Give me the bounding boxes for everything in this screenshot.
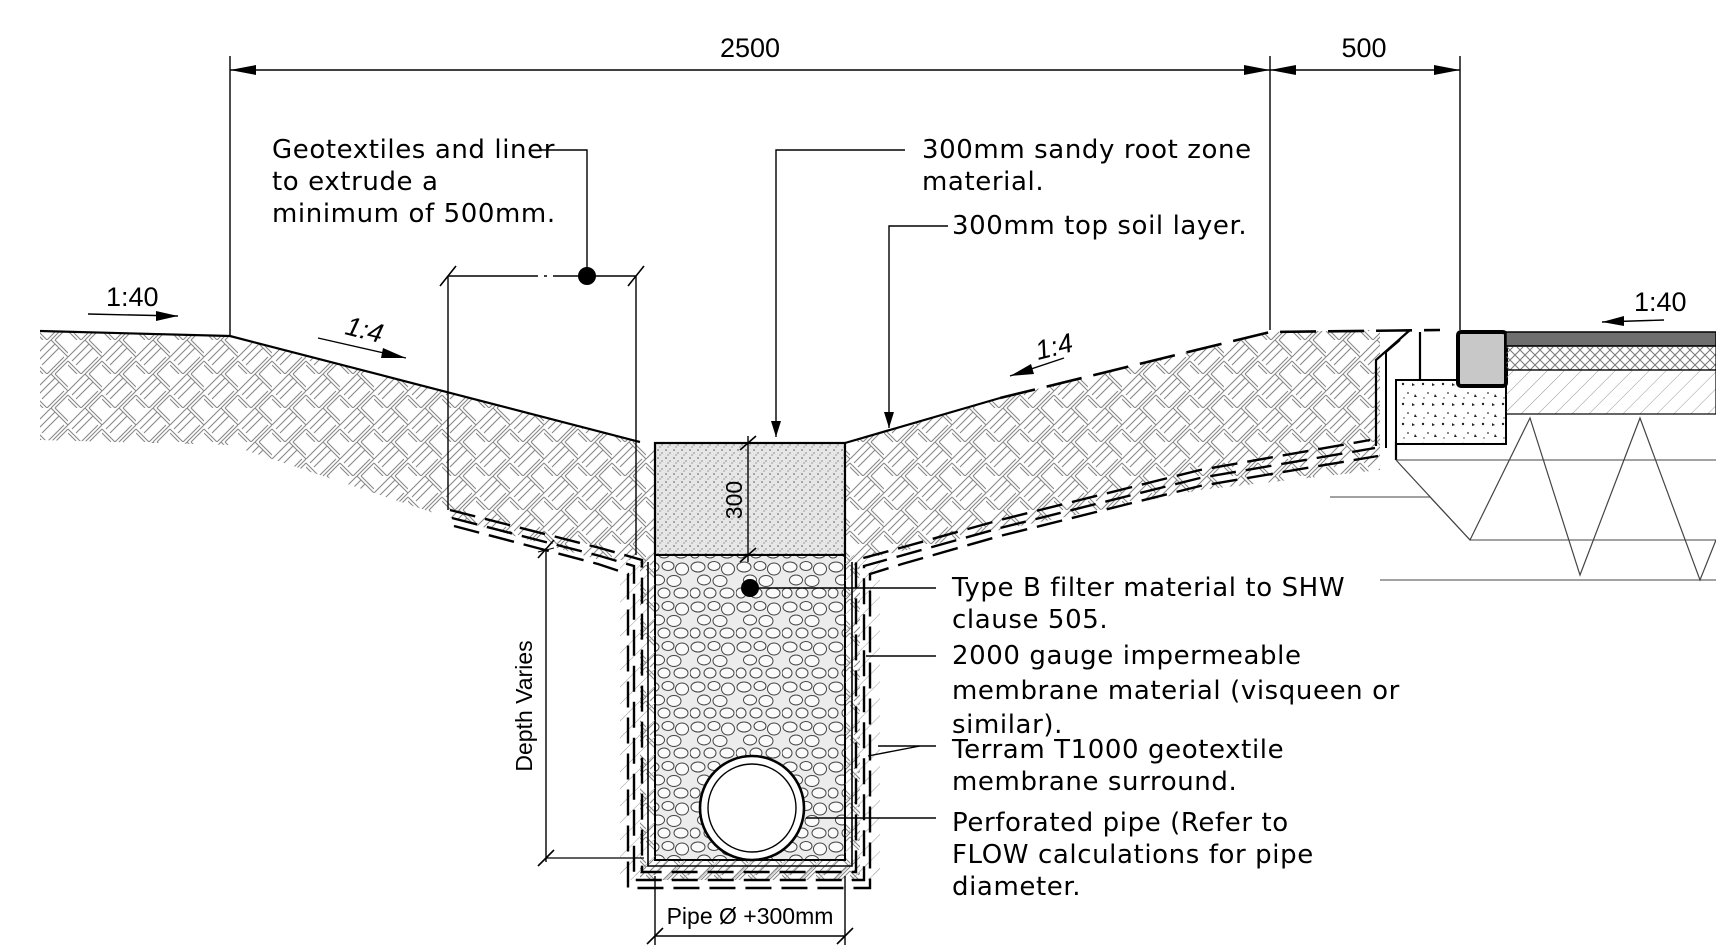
kerb-stone	[1456, 330, 1508, 388]
hatch-lower-mask	[40, 440, 1380, 945]
slope-left-fall: 1:40	[106, 282, 159, 312]
depth-varies-label: Depth Varies	[511, 640, 537, 771]
concrete-haunch	[1395, 379, 1507, 445]
slope-right-fall: 1:40	[1634, 287, 1687, 317]
ground-surface-line-right	[844, 396, 1001, 445]
dimension-2500: 2500	[720, 33, 780, 63]
road-binder-course	[1505, 345, 1716, 371]
root-zone-depth-dimension	[739, 435, 757, 563]
note-root-zone: 300mm sandy root zone material.	[922, 135, 1261, 197]
note-pipe: Perforated pipe (Refer to FLOW calculati…	[952, 808, 1323, 902]
existing-surface-dashed	[999, 328, 1441, 400]
ground-surface-line	[39, 329, 641, 444]
impermeable-membrane-layers	[449, 438, 1379, 890]
slope-right-batter: 1:4	[1032, 328, 1076, 366]
note-topsoil: 300mm top soil layer.	[952, 211, 1247, 241]
note-filter: Type B filter material to SHW clause 505…	[951, 573, 1354, 635]
trench-width-label: Pipe Ø +300mm	[667, 903, 834, 929]
geotextile-extent-dimension	[439, 265, 645, 555]
dimension-500: 500	[1341, 33, 1386, 63]
depth-varies-dimension	[537, 539, 644, 867]
filter-leader-dot	[741, 579, 759, 597]
sandy-root-zone-layer	[653, 441, 847, 557]
trench-side-soil-left	[620, 555, 655, 875]
kerb-and-pavement	[1330, 329, 1716, 582]
overall-dimension-line	[229, 56, 1461, 335]
trench-width-dimension	[646, 876, 854, 945]
dimension-300: 300	[721, 481, 747, 519]
note-geotextile: Geotextiles and liner to extrude a minim…	[272, 135, 564, 229]
note-membrane: 2000 gauge impermeable membrane material…	[952, 641, 1409, 740]
trench-base-soil	[620, 860, 880, 880]
note-terram: Terram T1000 geotextile membrane surroun…	[951, 735, 1293, 797]
slope-left-batter: 1:4	[343, 311, 387, 349]
road-surface-course	[1505, 331, 1716, 347]
trench-side-soil-right	[845, 555, 880, 875]
road-base-course	[1505, 369, 1716, 415]
leader-lines	[540, 149, 948, 819]
perforated-pipe	[698, 754, 806, 862]
slope-arrows	[87, 311, 1665, 377]
geotextile-inner-layer	[647, 562, 853, 867]
